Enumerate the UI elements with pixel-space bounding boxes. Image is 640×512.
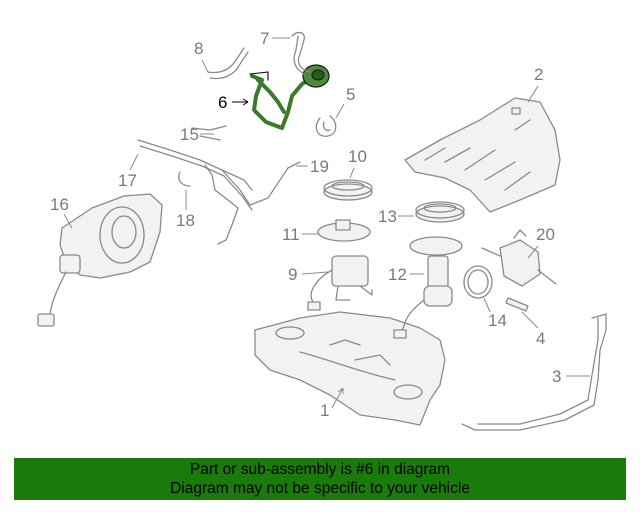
- svg-text:6: 6: [218, 93, 227, 112]
- part-valve: [481, 229, 557, 287]
- callout-18: 18: [176, 190, 195, 230]
- part-clamp: [315, 115, 337, 137]
- svg-text:16: 16: [50, 195, 69, 214]
- callout-3: 3: [552, 367, 590, 386]
- callout-2: 2: [527, 65, 543, 103]
- svg-text:7: 7: [260, 29, 269, 48]
- svg-text:12: 12: [388, 265, 407, 284]
- part-heat-shield: [404, 97, 561, 213]
- callout-1: 1: [320, 387, 344, 420]
- svg-text:2: 2: [534, 65, 543, 84]
- callout-15: 15: [180, 125, 214, 144]
- part-tank-strap: [461, 313, 607, 431]
- part-seal: [463, 265, 493, 299]
- part-filler-housing: [37, 193, 163, 327]
- callout-5: 5: [335, 85, 355, 119]
- svg-text:17: 17: [118, 171, 137, 190]
- callout-8: 8: [194, 39, 209, 73]
- banner-line-2: Diagram may not be specific to your vehi…: [170, 480, 470, 497]
- svg-text:19: 19: [310, 157, 329, 176]
- callout-11: 11: [282, 225, 318, 244]
- svg-text:4: 4: [536, 329, 545, 348]
- svg-text:3: 3: [552, 367, 561, 386]
- svg-text:20: 20: [536, 225, 555, 244]
- part-vent-hose: [291, 31, 311, 75]
- svg-text:18: 18: [176, 211, 195, 230]
- part-wiring-harness: [137, 125, 301, 245]
- part-lock-ring: [323, 179, 373, 201]
- callout-16: 16: [50, 195, 73, 229]
- svg-text:11: 11: [282, 225, 300, 244]
- part-filler-neck-highlighted: [249, 64, 330, 130]
- part-pin: [505, 297, 529, 312]
- callout-10: 10: [348, 147, 367, 179]
- part-fuel-tank: [254, 311, 446, 426]
- part-sender-unit: [393, 236, 463, 339]
- svg-text:5: 5: [346, 85, 355, 104]
- callout-19: 19: [296, 157, 329, 176]
- callout-7: 7: [260, 29, 290, 48]
- part-fuel-pump-module: [307, 255, 373, 311]
- banner-line-1: Part or sub-assembly is #6 in diagram: [189, 461, 451, 478]
- part-hose: [207, 47, 249, 80]
- info-banner: Part or sub-assembly is #6 in diagram Di…: [14, 458, 626, 500]
- part-lock-ring-2: [415, 201, 465, 223]
- callout-12: 12: [388, 265, 424, 284]
- svg-text:13: 13: [378, 207, 397, 226]
- svg-text:8: 8: [194, 39, 203, 58]
- callout-20: 20: [527, 225, 555, 259]
- callout-13: 13: [378, 207, 414, 226]
- callout-4: 4: [521, 311, 545, 348]
- callout-17: 17: [118, 153, 139, 190]
- fuel-system-diagram: 1 2 3 4 5 6 7 8 9 10 11 12: [37, 29, 607, 431]
- part-pump-flange: [317, 219, 371, 242]
- svg-text:15: 15: [180, 125, 199, 144]
- callout-9: 9: [288, 265, 329, 284]
- svg-text:9: 9: [288, 265, 297, 284]
- svg-text:14: 14: [488, 311, 507, 330]
- callout-6-active: 6: [218, 93, 249, 112]
- callout-14: 14: [483, 297, 507, 330]
- svg-text:10: 10: [348, 147, 367, 166]
- svg-text:1: 1: [320, 401, 329, 420]
